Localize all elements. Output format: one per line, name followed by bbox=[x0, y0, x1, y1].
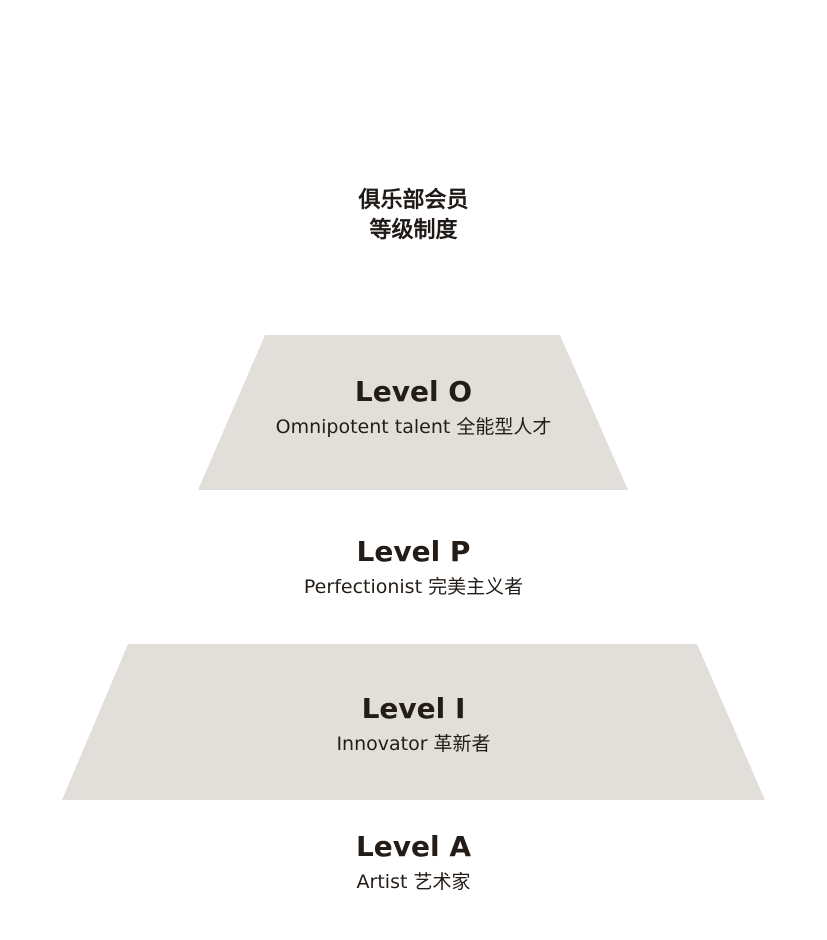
level-a-name: Level A bbox=[355, 830, 472, 863]
diagram-title: 俱乐部会员 等级制度 bbox=[0, 186, 827, 246]
level-i-band: Level I Innovator 革新者 bbox=[0, 691, 827, 757]
level-p-name: Level P bbox=[356, 535, 471, 568]
level-p-description: Perfectionist 完美主义者 bbox=[303, 576, 524, 598]
level-a-description: Artist 艺术家 bbox=[356, 871, 471, 893]
level-i-trapezoid bbox=[62, 644, 765, 800]
level-a-band: Level A Artist 艺术家 bbox=[0, 829, 827, 895]
level-p-band: Level P Perfectionist 完美主义者 bbox=[0, 534, 827, 600]
title-line-2: 等级制度 bbox=[369, 218, 458, 243]
level-o-band: Level O Omnipotent talent 全能型人才 bbox=[0, 374, 827, 440]
level-i-band-shape bbox=[62, 644, 765, 800]
level-i-name: Level I bbox=[361, 692, 466, 725]
level-o-trapezoid bbox=[198, 335, 628, 490]
level-o-description: Omnipotent talent 全能型人才 bbox=[275, 416, 552, 438]
level-o-band-shape bbox=[198, 335, 628, 490]
level-i-description: Innovator 革新者 bbox=[336, 733, 491, 755]
level-o-name: Level O bbox=[354, 375, 473, 408]
title-line-1: 俱乐部会员 bbox=[358, 188, 469, 213]
